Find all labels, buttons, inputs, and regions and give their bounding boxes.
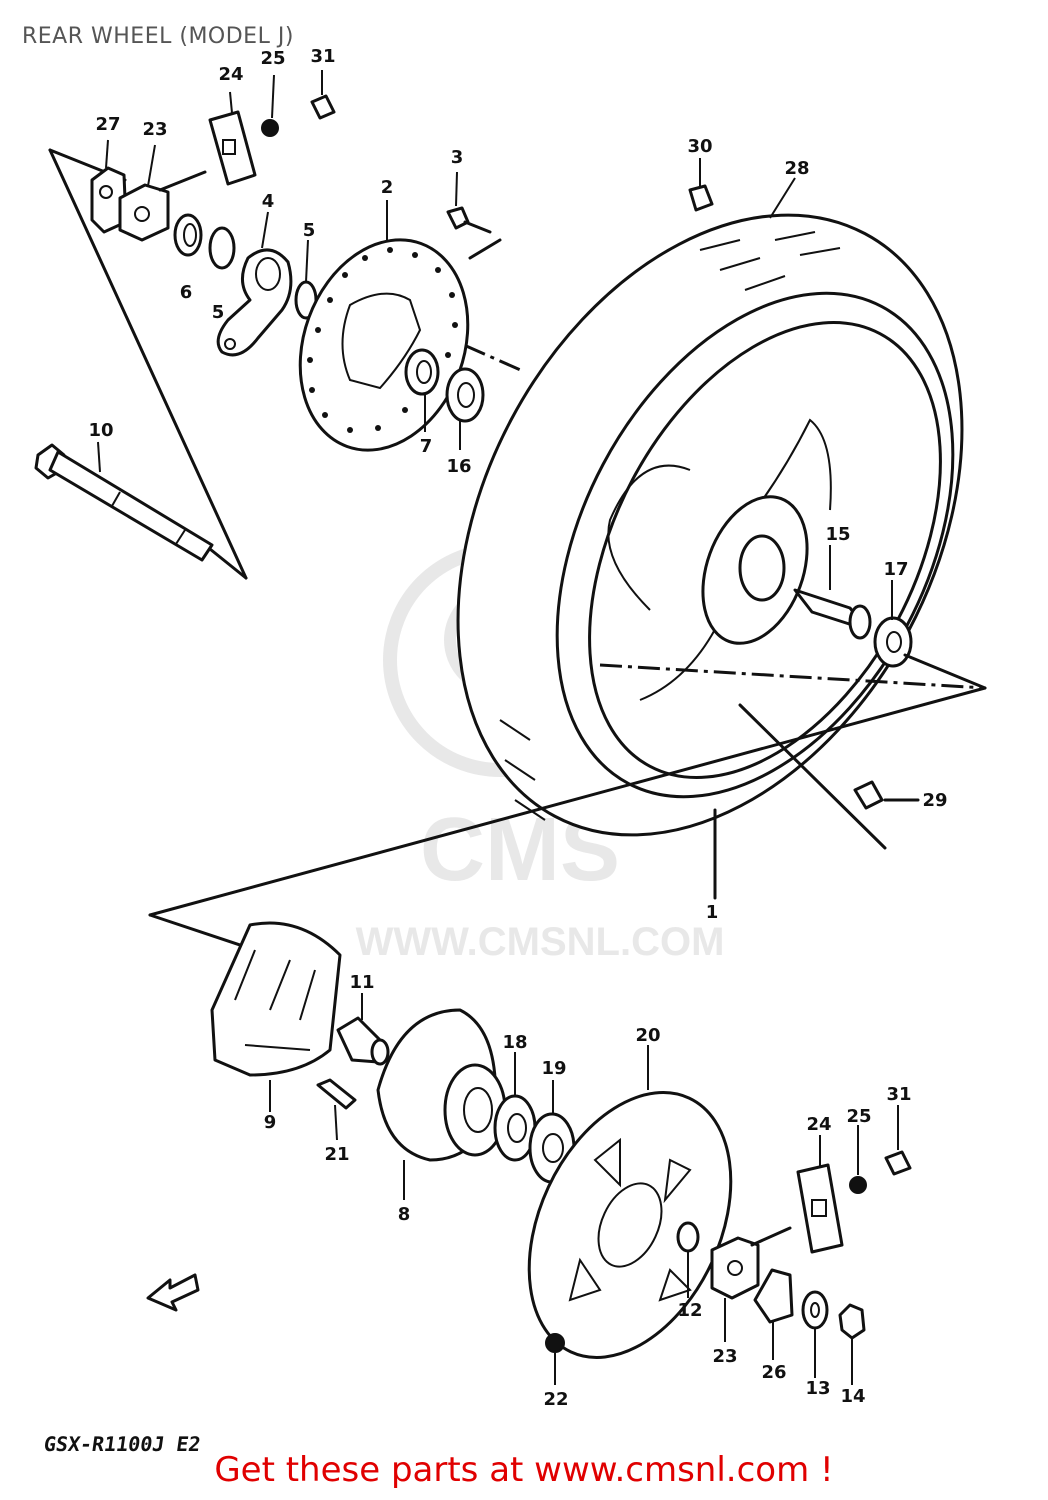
pad-24-top (208, 110, 257, 186)
label-part-14: 14 (840, 1386, 865, 1407)
hub-guide-lines (148, 653, 987, 957)
caliper-bracket-4 (216, 248, 293, 357)
collar-15 (793, 588, 872, 640)
label-part-25b: 25 (846, 1106, 871, 1127)
adjuster-block-23 (118, 170, 207, 242)
label-part-6: 6 (180, 282, 193, 303)
label-part-8: 8 (398, 1204, 411, 1225)
cmsnl-link[interactable]: Get these parts at www.cmsnl.com ! (214, 1450, 834, 1490)
label-part-31b: 31 (886, 1084, 911, 1105)
label-part-19: 19 (541, 1058, 566, 1079)
label-part-13: 13 (805, 1378, 830, 1399)
label-part-23b: 23 (712, 1346, 737, 1367)
collar-12 (676, 1221, 700, 1253)
pad-24-bottom (796, 1163, 844, 1254)
valve-cap-30 (688, 184, 714, 212)
bolt-21 (316, 1078, 357, 1110)
watermark-url: WWW.CMSNL.COM (356, 920, 725, 964)
front-direction-arrow (146, 1273, 200, 1312)
brake-disc-2 (298, 238, 470, 452)
label-part-12: 12 (677, 1300, 702, 1321)
disc-bolt-3 (446, 206, 492, 234)
wheel-damper-9 (210, 921, 342, 1077)
label-part-25a: 25 (260, 48, 285, 69)
label-part-20: 20 (635, 1025, 660, 1046)
label-part-16: 16 (446, 456, 471, 477)
nut-22 (545, 1333, 565, 1353)
label-part-7: 7 (420, 436, 433, 457)
label-part-22: 22 (543, 1389, 568, 1410)
sprocket-drum-8 (376, 1008, 507, 1162)
nut-25-top (261, 119, 279, 137)
label-part-21: 21 (324, 1144, 349, 1165)
part-number-labels: 1 2 3 4 5 5 6 7 8 9 10 11 12 13 14 15 16… (88, 46, 947, 1410)
label-part-24b: 24 (806, 1114, 831, 1135)
axle-nut-14 (838, 1303, 866, 1340)
cap-31-top (310, 94, 336, 120)
label-part-11: 11 (349, 972, 374, 993)
label-part-26: 26 (761, 1362, 786, 1383)
label-part-27: 27 (95, 114, 120, 135)
spacer-6 (173, 213, 203, 257)
leader-lines (97, 70, 899, 1385)
label-part-17: 17 (883, 559, 908, 580)
label-part-5b: 5 (212, 302, 225, 323)
label-part-30: 30 (687, 136, 712, 157)
label-part-23a: 23 (142, 119, 167, 140)
label-part-1: 1 (706, 902, 719, 923)
washer-13 (801, 1290, 829, 1330)
nut-25-bottom (849, 1176, 867, 1194)
label-part-15: 15 (825, 524, 850, 545)
oil-seal-5 (208, 226, 236, 270)
collar-7 (404, 348, 440, 396)
label-part-28: 28 (784, 158, 809, 179)
label-part-5a: 5 (303, 220, 316, 241)
adjuster-block-23-bottom (710, 1226, 792, 1300)
label-part-3: 3 (451, 147, 464, 168)
diagram-title: REAR WHEEL (MODEL J) (22, 24, 294, 49)
label-part-4: 4 (262, 191, 275, 212)
rear-axle-10 (34, 443, 214, 562)
valve-29 (853, 780, 884, 810)
spacer-11 (336, 1016, 390, 1066)
label-part-18: 18 (502, 1032, 527, 1053)
bearing-17 (873, 616, 913, 668)
bearing-16 (445, 367, 485, 423)
cap-31-bottom (884, 1150, 912, 1176)
label-part-29: 29 (922, 790, 947, 811)
label-part-10: 10 (88, 420, 113, 441)
chain-adjuster-26 (753, 1268, 794, 1324)
label-part-31a: 31 (310, 46, 335, 67)
label-part-9: 9 (264, 1112, 277, 1133)
label-part-24a: 24 (218, 64, 243, 85)
label-part-2: 2 (381, 177, 394, 198)
